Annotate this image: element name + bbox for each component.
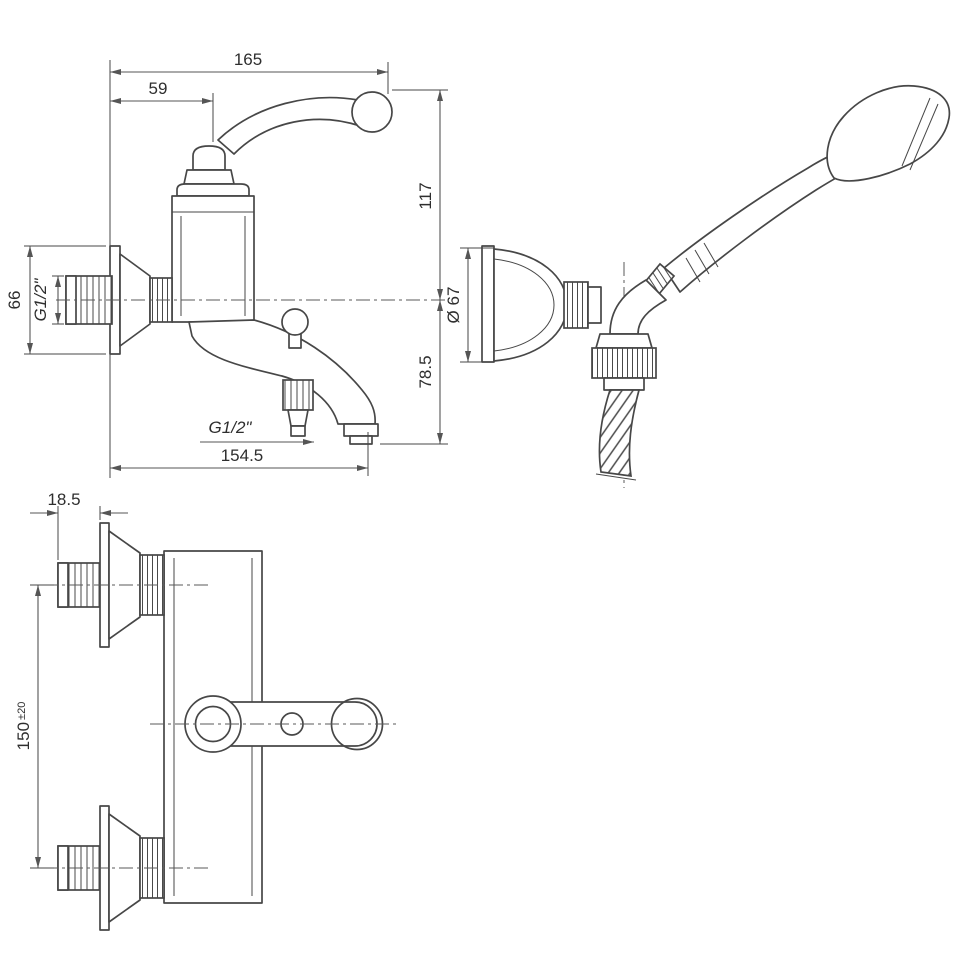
diverter-knob [281,308,309,336]
lever-ball [351,91,393,133]
dim-label-154-5: 154.5 [221,446,264,465]
hose-outlet-tip [290,425,306,437]
dim-height-upper: 117 [392,89,448,300]
lever-arm [217,96,361,155]
mixer-body [171,195,255,323]
dim-mount-distance: 150±20 [14,584,54,869]
shower-hose [598,389,641,477]
holder-knurl-ring [563,281,589,329]
hose-elbow [609,279,667,335]
side-view: Ø 67 [444,84,951,488]
holder-cup-inner [493,258,555,352]
hose-outlet-taper [287,409,309,427]
hose-outlet-thread [282,379,314,411]
dim-width-handle: 59 [110,79,214,142]
holder-ring [587,286,602,324]
dim-label-117: 117 [416,182,435,209]
hose-ferrule [603,377,645,391]
shower-head [826,84,951,182]
outlet-thread-callout: G1/2" [200,418,314,445]
inlet-thread-dim: G1/2" [31,275,64,325]
hose-nut [591,347,657,379]
dim-label-165: 165 [234,50,262,69]
dim-label-150: 150±20 [14,702,33,751]
handle-ring-2 [694,249,710,275]
dim-wall-offset: 18.5 [30,490,128,560]
dim-label-d67: Ø 67 [444,287,463,324]
plan-view: 18.5 150±20 [14,490,398,931]
cartridge-cap [176,183,250,197]
dim-label-59: 59 [149,79,168,98]
dim-label-66: 66 [5,291,24,310]
hose-cone [595,333,653,349]
dim-width-total: 165 [110,50,389,94]
dim-holder-diameter: Ø 67 [444,247,494,363]
dim-flange-height: 66 [5,245,106,355]
spray-face-line-1 [901,97,931,167]
label-inlet-thread: G1/2" [31,278,50,322]
aerator-tip [349,435,373,445]
holder-wall-plate [481,245,495,363]
aerator [343,423,379,437]
handle-ring-3 [703,242,719,268]
dim-spout-reach: 154.5 [110,432,369,476]
lever-neck [192,145,226,171]
lever-collar [183,169,235,185]
dim-label-18-5: 18.5 [47,490,80,509]
handle-ring-1 [685,257,701,283]
spout [188,319,376,425]
front-view: 165 59 117 78.5 66 [5,50,448,478]
spray-face-line-2 [909,103,939,171]
dim-height-lower: 78.5 [380,300,448,445]
label-outlet-thread: G1/2" [209,418,253,437]
hose-break-line [595,473,637,481]
dim-label-78-5: 78.5 [416,355,435,388]
